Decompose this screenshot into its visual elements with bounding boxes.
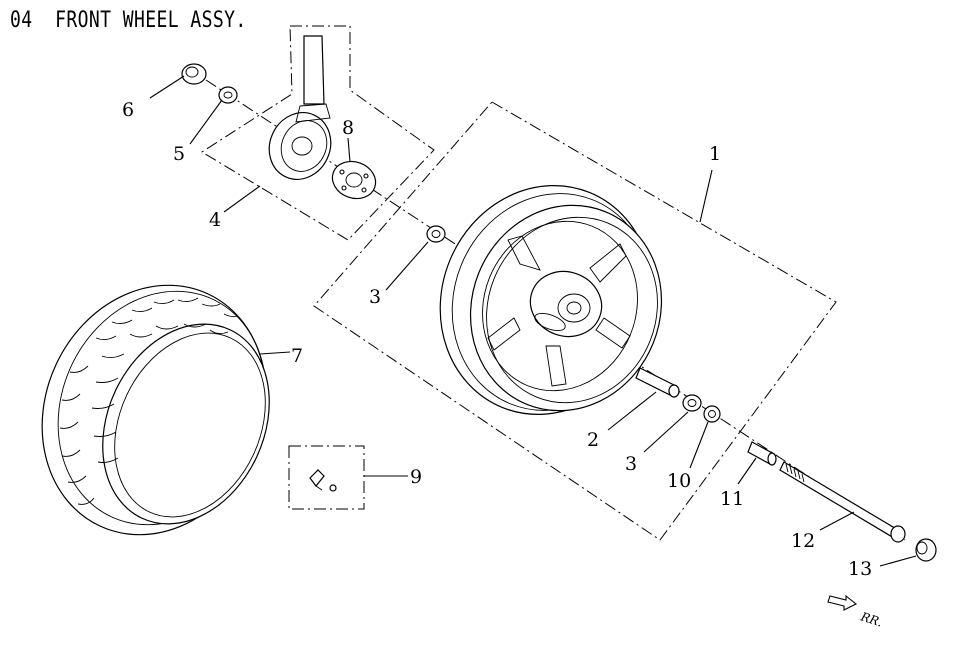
callout-4: 4: [209, 209, 221, 231]
wheel-rim: [439, 185, 663, 415]
callout-13: 13: [848, 558, 872, 580]
callout-12: 12: [791, 530, 815, 552]
diagram-title: 04 FRONT WHEEL ASSY.: [10, 8, 247, 33]
axle-shaft: [779, 461, 906, 543]
hub-group-boundary: [201, 25, 435, 241]
callout-5: 5: [173, 143, 185, 165]
callout-3-upper: 3: [369, 286, 381, 308]
axle-nut: [915, 538, 937, 562]
callout-9: 9: [410, 466, 422, 488]
direction-label: RR.: [858, 609, 884, 629]
distance-collar: [635, 367, 680, 398]
callout-3-lower: 3: [625, 453, 637, 475]
valve: [309, 469, 337, 492]
bearing-upper: [426, 225, 446, 243]
valve-box: [288, 445, 365, 510]
fork-and-hub: [268, 35, 332, 180]
collar: [181, 63, 207, 85]
callout-2: 2: [587, 429, 599, 451]
speedometer-gear: [331, 160, 377, 200]
wheel-group-boundary: [313, 101, 837, 541]
bearing-lower: [682, 394, 702, 412]
callout-8: 8: [342, 117, 354, 139]
leader-lines: [149, 75, 917, 567]
callout-6: 6: [122, 99, 134, 121]
tire: [41, 284, 270, 536]
oil-seal: [218, 86, 238, 104]
callout-7: 7: [291, 345, 303, 367]
side-collar: [747, 441, 777, 466]
callout-11: 11: [720, 488, 744, 510]
callout-1: 1: [709, 143, 721, 165]
callout-10: 10: [667, 470, 691, 492]
oil-seal-rear: [703, 405, 721, 423]
direction-arrow-icon: [827, 594, 858, 611]
